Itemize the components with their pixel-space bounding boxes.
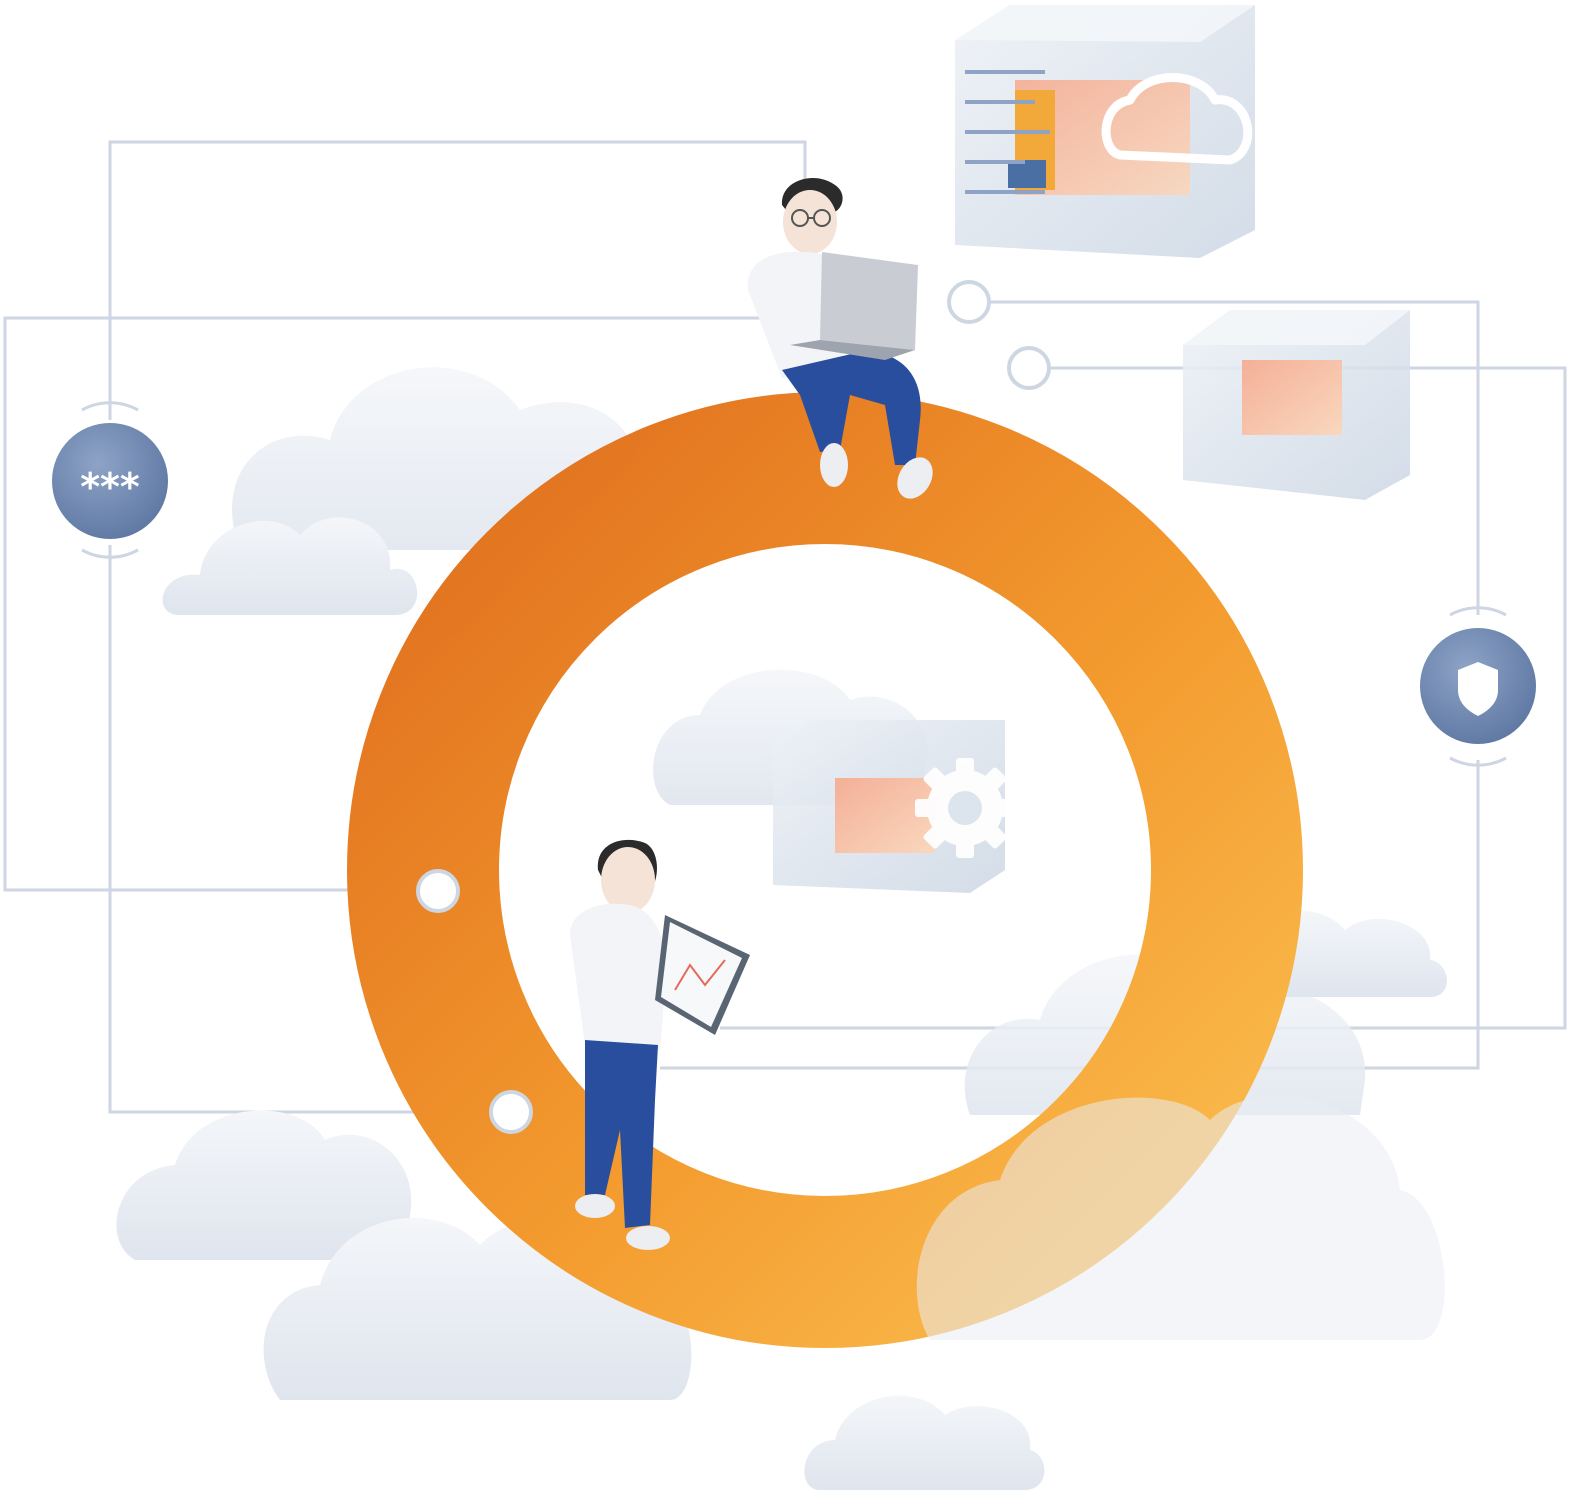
- connector-line-right-lower: [660, 760, 1480, 1070]
- settings-cube: [773, 720, 1015, 893]
- glasses: [791, 209, 831, 227]
- shoe: [626, 1226, 670, 1250]
- cloud-icon: [116, 1110, 412, 1260]
- cloud-server-cube: [955, 5, 1255, 258]
- connector-line-left-lower: [108, 545, 490, 1114]
- person-shirt: [570, 903, 667, 1050]
- glass-cube-right: [1183, 310, 1410, 500]
- password-icon: ***: [80, 465, 140, 509]
- connector-line-top-right: [990, 300, 1480, 615]
- password-badge: ***: [52, 401, 168, 559]
- person-jeans: [782, 351, 921, 465]
- connector-node: [947, 280, 991, 324]
- cloud-icon: [1101, 73, 1253, 165]
- cloud-icon: [162, 517, 418, 615]
- shoe: [820, 443, 848, 487]
- person-head: [601, 847, 655, 913]
- person-with-laptop: [747, 177, 933, 499]
- person-with-tablet: [570, 839, 750, 1250]
- shoe: [575, 1194, 615, 1218]
- shield-badge: [1420, 606, 1536, 767]
- shoe: [897, 457, 933, 499]
- person-head: [783, 190, 837, 254]
- connector-node: [416, 869, 460, 913]
- tablet-icon: [655, 915, 750, 1035]
- shield-icon: [1458, 662, 1498, 716]
- connector-node: [1007, 346, 1051, 390]
- person-jeans: [585, 1040, 658, 1228]
- cloud-icon: [916, 1095, 1445, 1340]
- cloud-icon: [804, 1395, 1045, 1490]
- laptop-icon: [790, 252, 918, 360]
- connector-node: [489, 1090, 533, 1134]
- connector-line-left-frame: [3, 316, 760, 892]
